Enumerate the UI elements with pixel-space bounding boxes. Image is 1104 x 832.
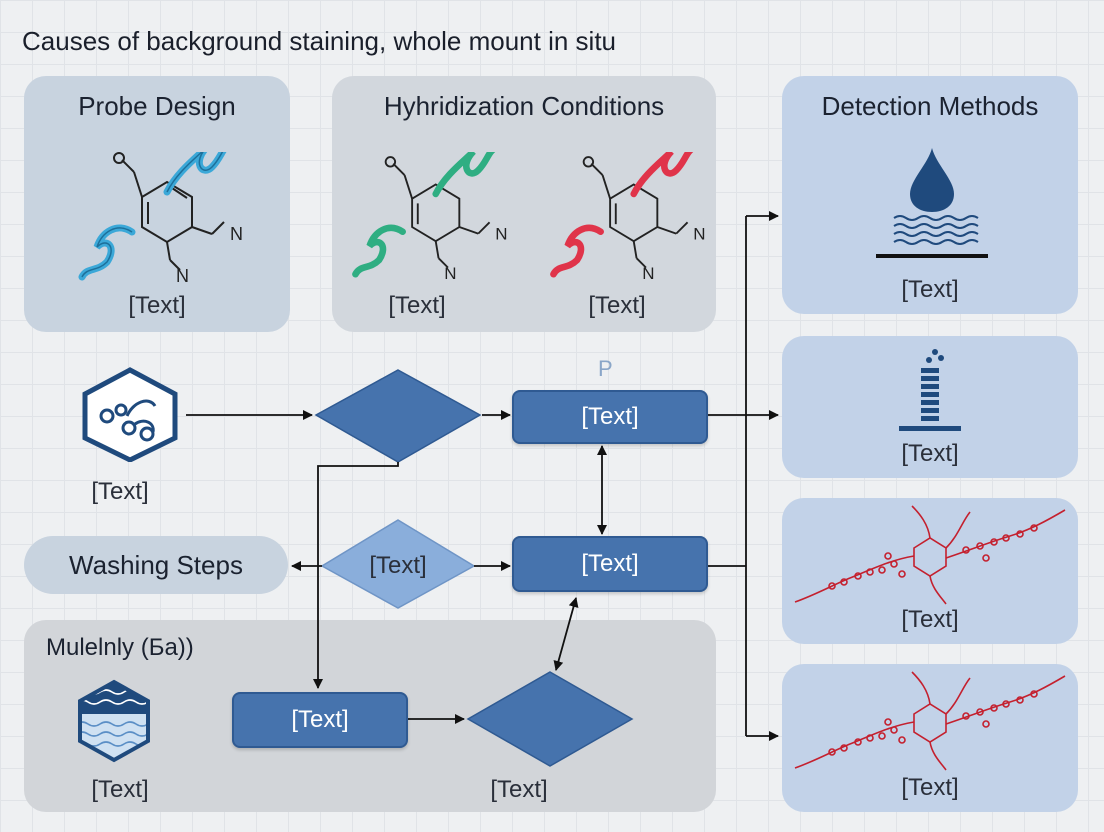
detection-panel-3: [Text] [782,498,1078,644]
multi-panel-title: Mulelnly (Бa)) [46,634,194,661]
red-molecule-network-icon [794,505,1066,605]
probe-design-panel: Probe Design N N [Text] [24,76,290,332]
red-probe-molecule-icon: N N [550,152,706,283]
svg-text:N: N [176,266,189,286]
hybridization-label-left: [Text] [388,292,446,319]
bar-tower-icon [899,349,961,431]
detection-panel-4: [Text] [782,664,1078,812]
hybridization-label-right: [Text] [588,292,646,319]
p-marker: P [598,356,613,381]
process-box-mid[interactable]: [Text] [512,536,708,592]
droplet-waves-icon [876,148,988,258]
washing-steps-pill: Washing Steps [24,536,288,594]
hexagon-network-icon [82,367,178,462]
probe-molecule-icon: N N [78,152,243,286]
svg-text:N: N [693,224,705,243]
process-box-bottom[interactable]: [Text] [232,692,408,748]
decision-diamond-top [314,369,482,463]
detection-panel-2: [Text] [782,336,1078,478]
process-box-top[interactable]: [Text] [512,390,708,444]
page-title: Causes of background staining, whole mou… [22,26,617,56]
decision-diamond-mid [320,519,476,609]
detection-label-1: [Text] [901,276,959,303]
probe-design-label: [Text] [128,292,186,319]
hybridization-panel: Hyhridization Conditions N N [332,76,716,332]
hexagon-waves-icon [78,679,150,763]
svg-text:N: N [230,224,243,244]
multi-icon-label: [Text] [91,776,149,803]
detection-label-2: [Text] [901,440,959,467]
hybridization-title: Hyhridization Conditions [383,91,665,121]
bottom-diamond-label: [Text] [490,776,548,803]
svg-text:N: N [642,264,654,283]
decision-diamond-bottom [466,671,634,767]
hex-icon-label: [Text] [91,478,149,505]
diamond-mid-label: [Text] [369,552,427,579]
probe-design-title: Probe Design [78,91,236,121]
detection-label-3: [Text] [901,606,959,633]
svg-text:N: N [495,224,507,243]
red-molecule-network-icon-2 [794,671,1066,771]
svg-text:N: N [444,264,456,283]
detection-label-4: [Text] [901,774,959,801]
detection-panel-1: Detection Methods [Text] [782,76,1078,314]
green-probe-molecule-icon: N N [352,152,508,283]
detection-methods-title: Detection Methods [821,91,1039,121]
